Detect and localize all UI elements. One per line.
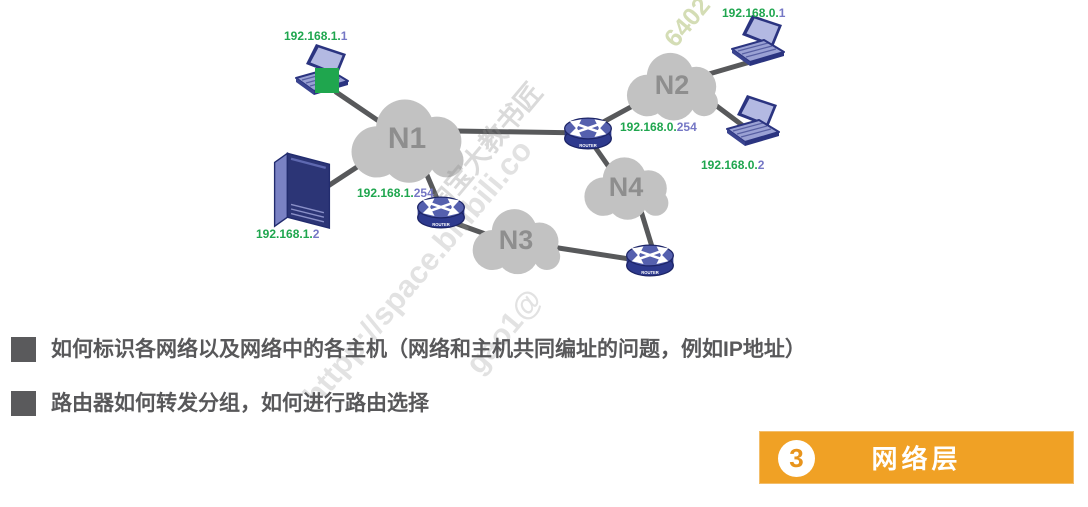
cloud-shape: [626, 52, 718, 121]
laptop-icon-1: [294, 44, 350, 102]
ip-label-server: 192.168.1.2: [256, 227, 319, 241]
laptop-icon-2: [730, 15, 786, 73]
green-screen-square: [315, 68, 339, 93]
badge-number-circle: 3: [778, 440, 815, 477]
ip-host-part: 254: [676, 120, 697, 134]
bullet-square-icon: [11, 337, 36, 362]
router-glyph: ROUTER: [564, 117, 612, 150]
cloud-n2: N2: [620, 48, 724, 122]
ip-host-part: 1: [340, 29, 348, 43]
cloud-n4-label: N4: [608, 171, 644, 202]
ip-network-part: 192.168.1.: [256, 227, 313, 241]
ip-host-part: 254: [413, 186, 434, 200]
router-icon-3: ROUTER: [625, 242, 675, 279]
ip-network-part: 192.168.1.: [357, 186, 414, 200]
router-glyph: ROUTER: [626, 244, 674, 277]
laptop-icon-3: [725, 95, 781, 153]
ip-label-laptop3: 192.168.0.2: [701, 158, 764, 172]
bullet-square-icon: [11, 391, 36, 416]
server-icon: [270, 146, 334, 230]
router-icon-1: ROUTER: [416, 194, 466, 231]
cloud-n1-label: N1: [387, 122, 427, 155]
cloud-n1: N1: [343, 92, 471, 186]
router-icon-2: ROUTER: [563, 115, 613, 152]
bullet-item-1: 如何标识各网络以及网络中的各主机（网络和主机共同编址的问题，例如IP地址）: [11, 337, 806, 362]
ip-label-laptop2: 192.168.0.1: [722, 6, 785, 20]
server-glyph: [273, 151, 331, 230]
laptop-glyph: [731, 15, 785, 66]
badge-number: 3: [789, 443, 804, 473]
ip-host-part: 2: [312, 227, 320, 241]
bullet-text: 如何标识各网络以及网络中的各主机（网络和主机共同编址的问题，例如IP地址）: [51, 338, 806, 361]
cloud-n3: N3: [466, 205, 566, 275]
ip-host-part: 2: [757, 158, 765, 172]
cloud-n2-label: N2: [654, 69, 690, 100]
cloud-shape: [472, 209, 561, 275]
ip-network-part: 192.168.0.: [701, 158, 758, 172]
ip-network-part: 192.168.0.: [722, 6, 779, 20]
router-text: ROUTER: [579, 143, 597, 148]
laptop-glyph: [295, 44, 349, 95]
ip-network-part: 192.168.0.: [620, 120, 677, 134]
laptop-glyph: [726, 95, 780, 146]
bullet-item-2: 路由器如何转发分组，如何进行路由选择: [11, 391, 429, 416]
router-glyph: ROUTER: [417, 196, 465, 229]
link-n1-router2: [452, 128, 589, 136]
ip-label-router2: 192.168.0.254: [620, 120, 697, 134]
cloud-shape: [584, 157, 669, 220]
ip-label-laptop1: 192.168.1.1: [284, 29, 347, 43]
ip-network-part: 192.168.1.: [284, 29, 341, 43]
router-text: ROUTER: [432, 222, 450, 227]
section-badge: 3 网络层: [759, 431, 1074, 484]
ip-label-router1: 192.168.1.254: [357, 186, 434, 200]
cloud-n4: N4: [578, 153, 674, 221]
badge-label: 网络层: [871, 444, 962, 474]
bullet-text: 路由器如何转发分组，如何进行路由选择: [51, 392, 429, 415]
router-text: ROUTER: [641, 270, 659, 275]
ip-host-part: 1: [778, 6, 786, 20]
cloud-n3-label: N3: [498, 224, 534, 255]
cloud-shape: [351, 99, 464, 183]
